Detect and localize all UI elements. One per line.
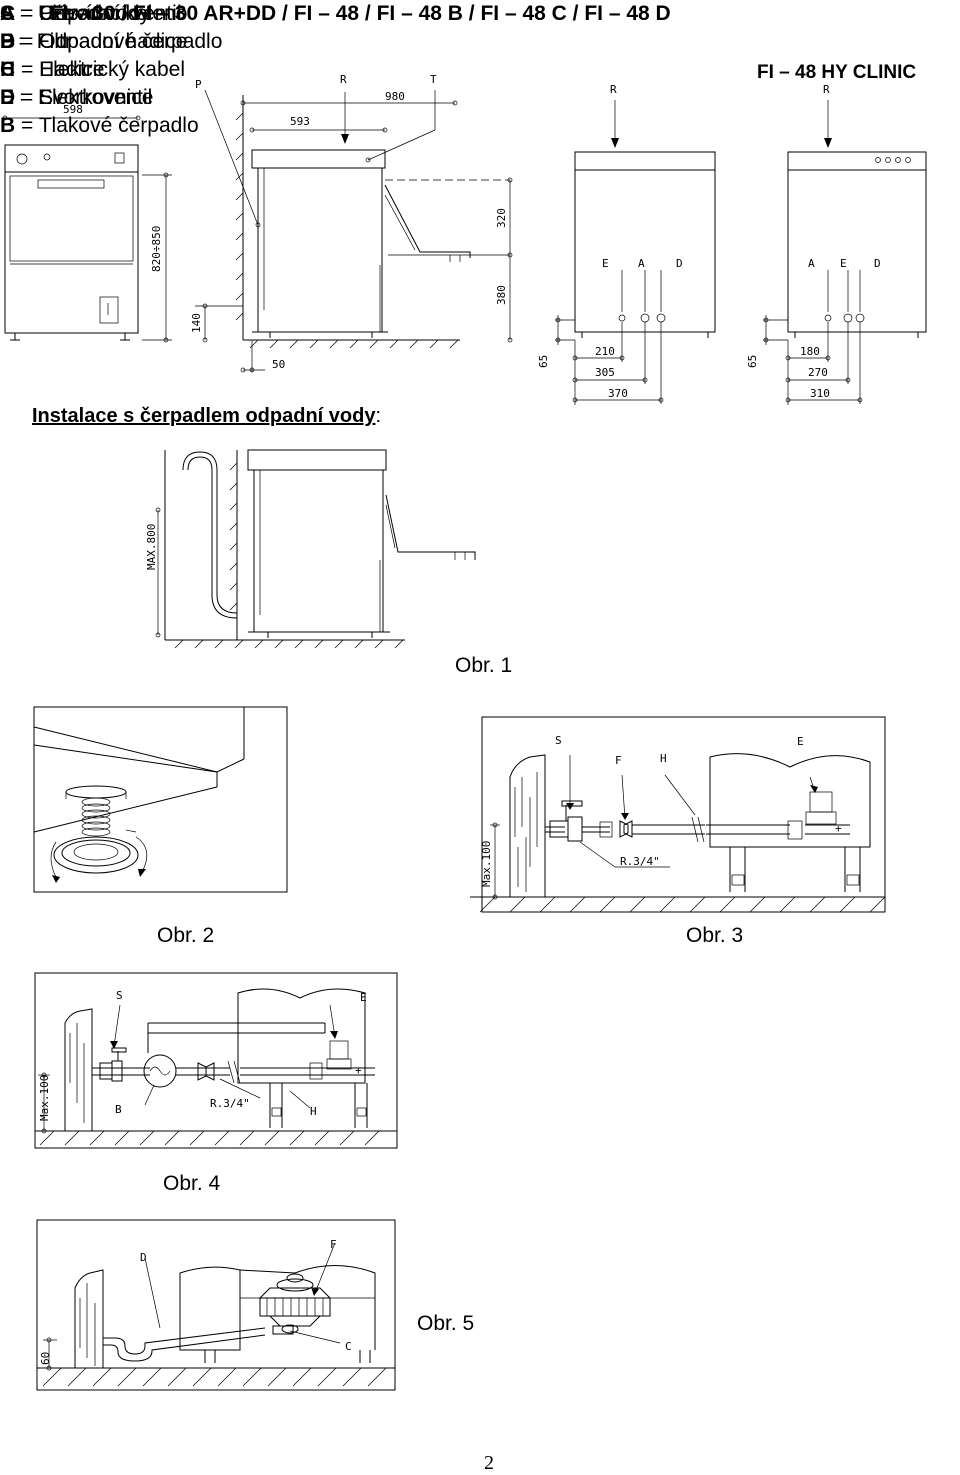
fig3-label-h: H — [660, 752, 667, 765]
legend-item: S = Uzavírací ventil — [0, 2, 182, 25]
fig4-label-b: B — [115, 1103, 122, 1116]
fig3-dim-max100: Max.100 — [480, 841, 493, 887]
dim-598: 598 — [63, 103, 83, 116]
section-heading-text: Instalace s čerpadlem odpadní vody — [32, 405, 376, 427]
fig1-drawing: 598 820÷850 — [2, 73, 927, 405]
foot-thread — [81, 797, 111, 837]
dim-593: 593 — [290, 115, 310, 128]
label-r-back1: R — [610, 83, 617, 96]
legend-item: D = Odpadové čerpadlo — [0, 30, 223, 53]
fig4-label-h: H — [310, 1105, 317, 1118]
caption-obr5: Obr. 5 — [417, 1312, 475, 1335]
page-number: 2 — [484, 1452, 494, 1474]
dim-270: 270 — [808, 366, 828, 379]
label-e-back2: E — [840, 257, 847, 270]
legend-item: F = Filtr — [0, 30, 72, 53]
legend-item: B = Odpadní hadice — [0, 30, 188, 53]
back-view-1 — [555, 100, 716, 405]
fig3-label-r34: R.3/4" — [620, 855, 660, 868]
fig5-drain-drawing: D F C 60 — [36, 1219, 396, 1391]
label-d-back1: D — [676, 257, 683, 270]
legend-item: H = Hadice — [0, 58, 105, 81]
model-clinic-title: FI – 48 HY CLINIC — [757, 62, 917, 83]
legend-item: D = Svorkovnice — [0, 86, 154, 109]
fig3-label-e: E — [797, 735, 804, 748]
legend-item: C = Odpadní koleno — [0, 2, 188, 25]
caption-obr3: Obr. 3 — [686, 924, 744, 947]
fig3-inlet-drawing: + S F H E R.3/4" Max.100 — [470, 716, 886, 913]
svg-text:+: + — [355, 1064, 362, 1077]
label-p: P — [195, 78, 202, 91]
side-view — [195, 89, 513, 373]
legend-item: E = Elektroventil — [0, 86, 153, 109]
dim-max800: MAX.800 — [145, 524, 158, 570]
front-view — [2, 115, 172, 343]
label-r-side: R — [340, 73, 347, 86]
dim-65-back1: 65 — [537, 355, 550, 368]
fig3-label-s: S — [555, 734, 562, 747]
fig5-label-d: D — [140, 1251, 147, 1264]
legend-item: C = Elektrický kabel — [0, 58, 185, 81]
section-heading: Instalace s čerpadlem odpadní vody: — [32, 405, 381, 428]
label-t: T — [430, 73, 437, 86]
svg-text:+: + — [835, 822, 842, 835]
dim-305: 305 — [595, 366, 615, 379]
fig5-label-c: C — [345, 1340, 352, 1353]
fig4-label-e: E — [360, 991, 367, 1004]
caption-obr4: Obr. 4 — [163, 1172, 221, 1195]
fig4-label-s: S — [116, 989, 123, 1002]
dim-50: 50 — [272, 358, 285, 371]
dim-370: 370 — [608, 387, 628, 400]
dim-380: 380 — [495, 285, 508, 305]
fig4-dim-max100: Max.100 — [38, 1075, 51, 1121]
label-a-back1: A — [638, 257, 645, 270]
dim-980: 980 — [385, 90, 405, 103]
back-view-2 — [763, 100, 927, 405]
dim-310: 310 — [810, 387, 830, 400]
fig2-foot-drawing — [33, 706, 288, 893]
pump-install-drawing: MAX.800 — [145, 449, 476, 649]
label-e-back1: E — [602, 257, 609, 270]
caption-obr1: Obr. 1 — [455, 654, 513, 677]
legend-item: B = Tlakové čerpadlo — [0, 114, 199, 137]
dim-210: 210 — [595, 345, 615, 358]
document-title: FI – 30 / FI – 30 AR+DD / FI – 48 / FI –… — [50, 2, 671, 25]
fig4-label-r34: R.3/4" — [210, 1097, 250, 1110]
label-a-back2: A — [808, 257, 815, 270]
fig4-pump-drawing: + S E B R.3/4" H Max.100 — [34, 972, 398, 1149]
section-heading-colon: : — [375, 405, 382, 427]
fig5-label-f: F — [330, 1238, 337, 1251]
fig5-dim-60: 60 — [39, 1352, 52, 1365]
dim-140: 140 — [190, 313, 203, 333]
caption-obr2: Obr. 2 — [157, 924, 215, 947]
dim-65-back2: 65 — [746, 355, 759, 368]
dim-320: 320 — [495, 208, 508, 228]
legend-item: A = Přívod vody — [0, 2, 150, 25]
fig3-label-f: F — [615, 754, 622, 767]
dim-180: 180 — [800, 345, 820, 358]
dim-820-850: 820÷850 — [150, 226, 163, 272]
label-d-back2: D — [874, 257, 881, 270]
label-r-back2: R — [823, 83, 830, 96]
